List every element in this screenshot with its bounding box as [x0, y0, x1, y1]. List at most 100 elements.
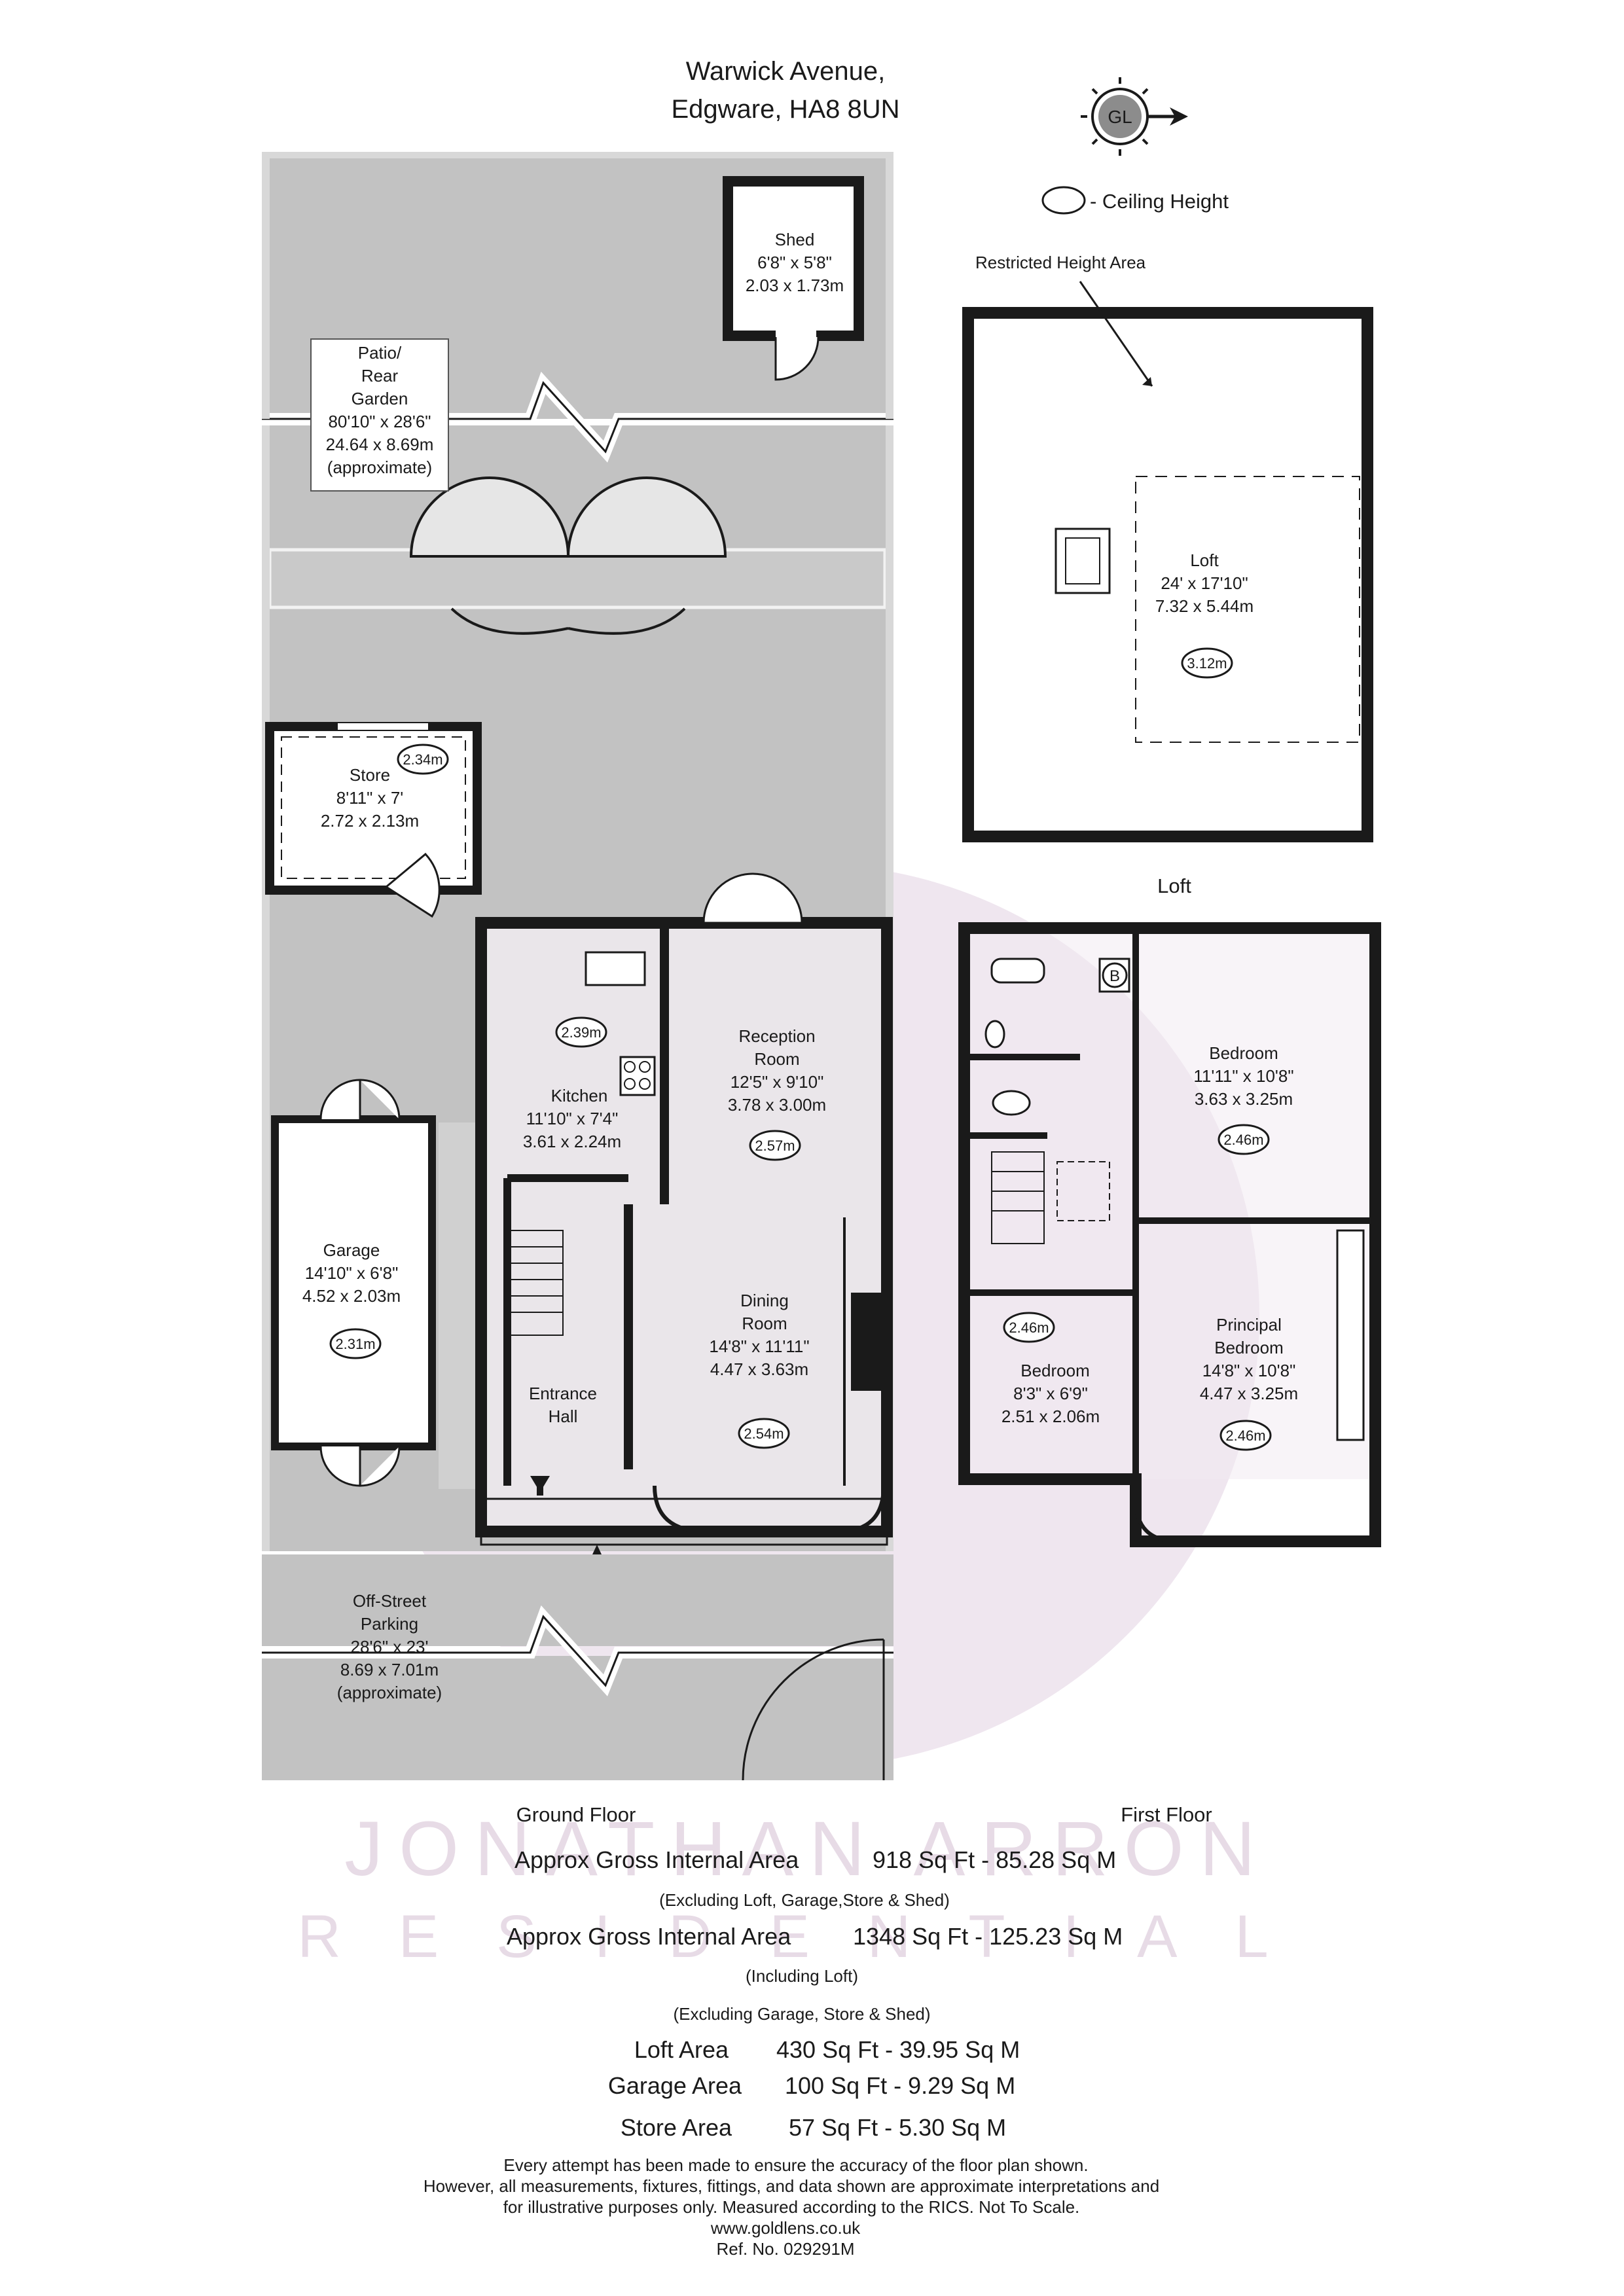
first-floor [958, 922, 1381, 1547]
ground-floor [475, 872, 893, 1554]
landing-ceiling-badge [1003, 1312, 1055, 1343]
disclaimer-line3: for illustrative purposes only. Measured… [503, 2197, 1080, 2217]
hall-name2: Hall [549, 1407, 578, 1426]
reception-name1: Reception [738, 1026, 815, 1046]
patio-name1: Patio/ [358, 343, 402, 363]
garage-area-label: Garage Area [608, 2072, 742, 2099]
boiler-label: B [1110, 967, 1120, 985]
patio-name3: Garden [352, 389, 408, 408]
patio-metric: 24.64 x 8.69m [326, 435, 434, 454]
bedroom1-name: Bedroom [1209, 1043, 1278, 1063]
reception-ceiling: 2.57m [755, 1138, 795, 1154]
address-line2: Edgware, HA8 8UN [671, 95, 899, 124]
reception-metric: 3.78 x 3.00m [728, 1095, 826, 1115]
patio-name2: Rear [361, 366, 399, 386]
principal-ceiling-badge [1219, 1420, 1272, 1451]
website: www.goldlens.co.uk [710, 2218, 861, 2238]
restricted-height-label: Restricted Height Area [975, 253, 1146, 272]
loft-floor [962, 281, 1373, 842]
bedroom1-metric: 3.63 x 3.25m [1195, 1089, 1293, 1109]
principal-metric: 4.47 x 3.25m [1200, 1384, 1298, 1403]
bedroom2-metric: 2.51 x 2.06m [1001, 1407, 1100, 1426]
store-metric: 2.72 x 2.13m [321, 811, 419, 831]
store-area-value: 57 Sq Ft - 5.30 Sq M [789, 2114, 1006, 2141]
ground-floor-label: Ground Floor [516, 1803, 636, 1826]
gia1-label: Approx Gross Internal Area [514, 1846, 799, 1873]
gia2-note2: (Excluding Garage, Store & Shed) [673, 2004, 930, 2024]
disclaimer-line1: Every attempt has been made to ensure th… [503, 2155, 1088, 2175]
ceiling-height-legend: - Ceiling Height [1090, 190, 1229, 213]
shed-metric: 2.03 x 1.73m [746, 276, 844, 295]
loft-ceiling: 3.12m [1187, 655, 1227, 672]
garden-gate [409, 476, 727, 635]
gia2-note1: (Including Loft) [746, 1966, 858, 1986]
store-ceiling: 2.34m [403, 751, 442, 768]
first-floor-label: First Floor [1121, 1803, 1212, 1826]
kitchen-name: Kitchen [551, 1086, 608, 1105]
kitchen-imperial: 11'10" x 7'4" [526, 1109, 619, 1128]
garage [271, 1079, 436, 1487]
kitchen-ceiling: 2.39m [561, 1024, 601, 1041]
principal-name2: Bedroom [1214, 1338, 1284, 1357]
ceiling-height-icon [1041, 186, 1086, 215]
store-ceiling-badge [397, 744, 449, 775]
bedroom1-imperial: 11'11" x 10'8" [1193, 1066, 1293, 1086]
loft-area-label: Loft Area [634, 2036, 729, 2063]
boiler-icon [1102, 962, 1128, 988]
parking-imperial: 28'6" x 23' [351, 1637, 429, 1657]
garage-name: Garage [323, 1240, 380, 1260]
dining-ceiling-badge [738, 1418, 790, 1449]
store-area-label: Store Area [621, 2114, 732, 2141]
parking-name1: Off-Street [353, 1591, 427, 1611]
garage-area-value: 100 Sq Ft - 9.29 Sq M [785, 2072, 1015, 2099]
compass-icon [1081, 77, 1188, 156]
patio-label-box [310, 338, 449, 492]
loft-name: Loft [1190, 550, 1219, 570]
dining-name2: Room [742, 1314, 787, 1333]
store-imperial: 8'11" x 7' [336, 788, 404, 808]
gia2-label: Approx Gross Internal Area [507, 1923, 791, 1950]
garage-ceiling-badge [329, 1328, 382, 1359]
bedroom2-imperial: 8'3" x 6'9" [1013, 1384, 1088, 1403]
store [265, 722, 482, 918]
reception-imperial: 12'5" x 9'10" [731, 1072, 824, 1092]
kitchen-ceiling-badge [555, 1016, 607, 1048]
dining-name1: Dining [740, 1291, 789, 1310]
dining-imperial: 14'8" x 11'11" [709, 1336, 809, 1356]
principal-imperial: 14'8" x 10'8" [1202, 1361, 1296, 1380]
kitchen-metric: 3.61 x 2.24m [523, 1132, 621, 1151]
loft-metric: 7.32 x 5.44m [1155, 596, 1254, 616]
parking-metric: 8.69 x 7.01m [340, 1660, 439, 1679]
garage-metric: 4.52 x 2.03m [302, 1286, 401, 1306]
dining-metric: 4.47 x 3.63m [710, 1359, 808, 1379]
shed [723, 176, 864, 381]
gia1-value: 918 Sq Ft - 85.28 Sq M [873, 1846, 1116, 1873]
ref-number: Ref. No. 029291M [716, 2239, 854, 2259]
compass-label: GL [1108, 107, 1132, 127]
watermark-line2: RESIDENTIAL [297, 1903, 1326, 1970]
disclaimer-line2: However, all measurements, fixtures, fit… [424, 2176, 1159, 2196]
principal-name1: Principal [1216, 1315, 1282, 1335]
gia1-note: (Excluding Loft, Garage,Store & Shed) [659, 1890, 950, 1910]
shed-imperial: 6'8" x 5'8" [757, 253, 832, 272]
dining-ceiling: 2.54m [744, 1426, 784, 1442]
parking-note: (approximate) [337, 1683, 442, 1702]
watermark-line1: JONATHAN ARRON [344, 1806, 1271, 1892]
garage-ceiling: 2.31m [335, 1336, 375, 1352]
bedroom-ceiling-badge [1218, 1124, 1270, 1155]
loft-imperial: 24' x 17'10" [1161, 573, 1248, 593]
principal-ceiling: 2.46m [1225, 1427, 1265, 1444]
reception-ceiling-badge [749, 1130, 801, 1161]
bedroom2-name: Bedroom [1020, 1361, 1090, 1380]
gia2-value: 1348 Sq Ft - 125.23 Sq M [853, 1923, 1123, 1950]
loft-ceiling-badge [1181, 647, 1233, 679]
address-line1: Warwick Avenue, [686, 57, 886, 86]
hall-name1: Entrance [529, 1384, 597, 1403]
shed-name: Shed [775, 230, 815, 249]
bedroom1-ceiling: 2.46m [1223, 1132, 1263, 1148]
parking-name2: Parking [361, 1614, 418, 1634]
reception-name2: Room [754, 1049, 799, 1069]
store-name: Store [350, 765, 390, 785]
loft-area-value: 430 Sq Ft - 39.95 Sq M [776, 2036, 1020, 2063]
